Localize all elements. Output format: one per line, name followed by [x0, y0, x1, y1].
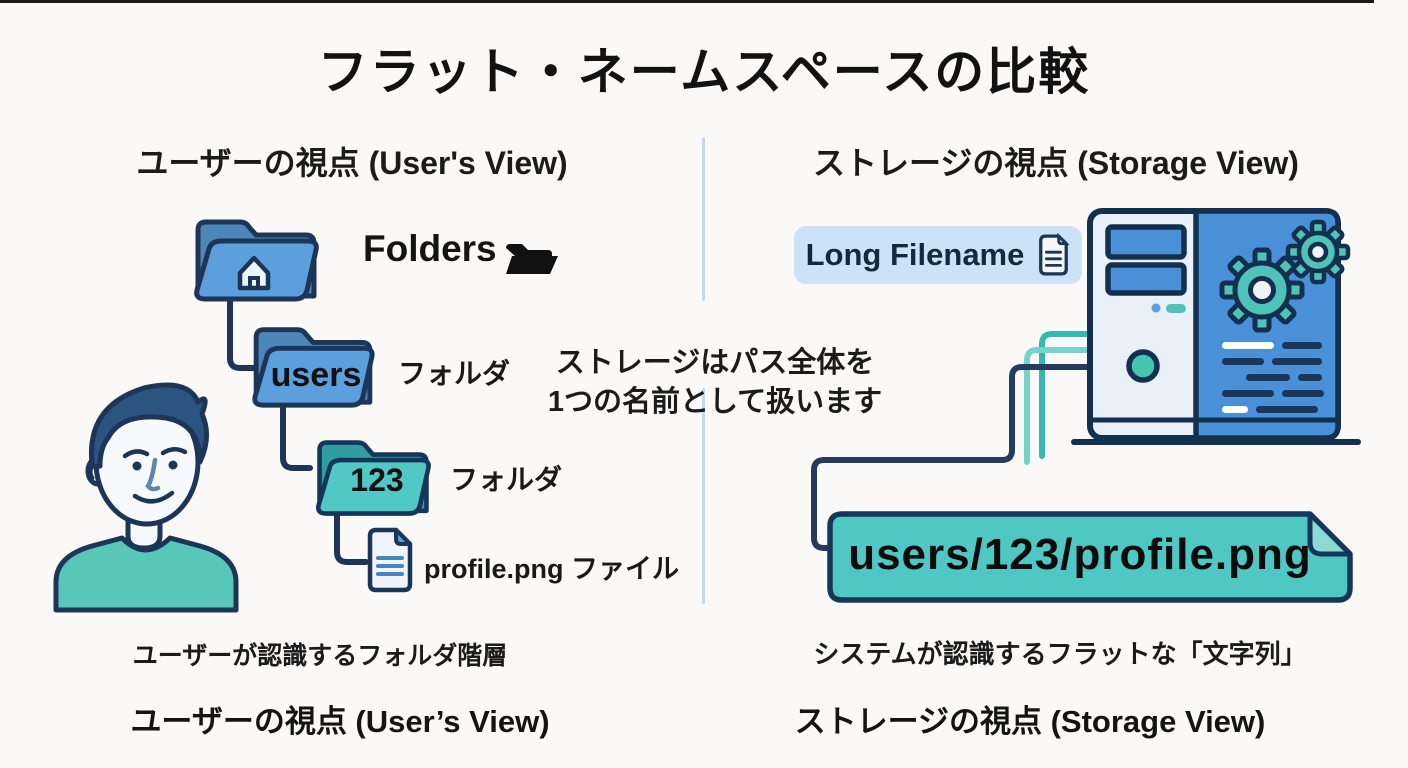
folder-tree-connectors	[227, 287, 369, 565]
id-folder-icon	[316, 440, 431, 516]
black-folder-icon	[506, 244, 558, 274]
connection-cables	[811, 331, 1095, 551]
right-caption: システムが認識するフラットな「文字列」	[813, 639, 1307, 669]
top-edge-strip	[0, 0, 1374, 3]
left-caption: ユーザーが認識するフォルダ階層	[132, 642, 508, 670]
folded-corner	[1307, 511, 1353, 557]
id-folder-label: フォルダ	[450, 464, 563, 495]
drive-bay-1	[1105, 224, 1187, 260]
users-folder-icon	[252, 327, 375, 408]
page-title: フラット・ネームスペースの比較	[317, 44, 1091, 100]
center-annotation: ストレージはパス全体を 1つの名前として扱います	[515, 344, 915, 422]
center-divider-top	[702, 137, 705, 301]
long-filename-badge: Long Filename	[794, 226, 1082, 284]
left-footer: ユーザーの視点 (User’s View)	[130, 704, 550, 739]
file-label: profile.png ファイル	[424, 554, 679, 584]
home-icon	[237, 255, 271, 291]
id-folder-name: 123	[350, 462, 404, 498]
right-header: ストレージの視点 (Storage View)	[813, 145, 1299, 181]
drive-bay-2	[1105, 262, 1187, 296]
long-filename-label: Long Filename	[805, 237, 1025, 272]
document-icon	[1039, 233, 1071, 276]
power-button-icon	[1126, 349, 1160, 383]
file-icon	[367, 527, 413, 593]
user-person-icon	[53, 382, 239, 613]
users-folder-name: users	[270, 356, 362, 394]
home-folder-icon	[194, 219, 319, 302]
left-header: ユーザーの視点 (User's View)	[136, 145, 568, 181]
annotation-line-1: ストレージはパス全体を	[555, 347, 875, 379]
gear-icon-small	[1285, 219, 1351, 285]
center-divider-bottom	[702, 388, 705, 604]
annotation-line-2: 1つの名前として扱います	[547, 386, 883, 418]
server-icon	[1071, 208, 1361, 445]
panel-text-lines	[1222, 342, 1324, 413]
folders-legend-label: Folders	[363, 228, 497, 269]
right-footer: ストレージの視点 (Storage View)	[794, 704, 1266, 739]
gear-icon-large	[1219, 247, 1305, 333]
users-folder-label: フォルダ	[398, 358, 511, 389]
path-label: users/123/profile.png	[848, 530, 1312, 579]
path-box	[827, 511, 1353, 603]
